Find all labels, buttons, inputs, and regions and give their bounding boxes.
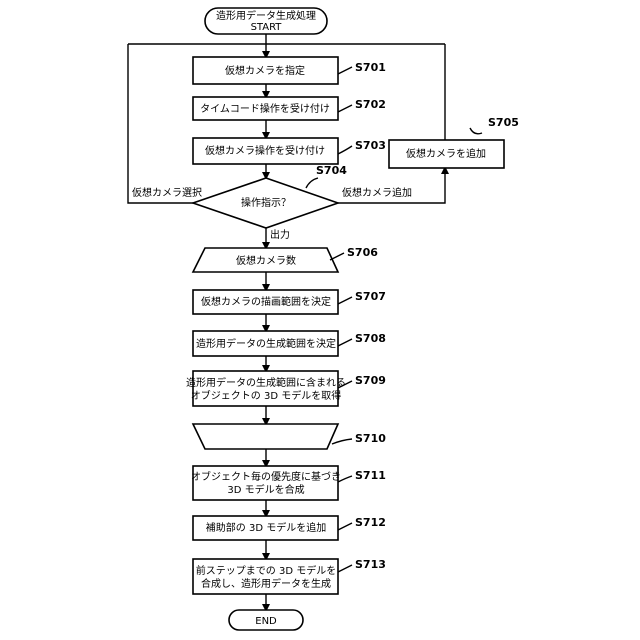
step-s713: 前ステップまでの 3D モデルを 合成し、造形用データを生成 S713 xyxy=(193,558,386,594)
step-s704: 操作指示？ S704 xyxy=(193,164,347,228)
s705-text: 仮想カメラを追加 xyxy=(406,147,486,160)
s710-leader xyxy=(332,439,352,444)
step-s702: タイムコード操作を受け付け S702 xyxy=(193,97,386,120)
s706-id: S706 xyxy=(347,246,378,259)
s702-text: タイムコード操作を受け付け xyxy=(200,102,330,115)
s706-text: 仮想カメラ数 xyxy=(236,254,296,267)
end-text: END xyxy=(255,616,277,627)
step-s710: S710 xyxy=(193,424,386,449)
s712-leader xyxy=(338,523,352,530)
s708-leader xyxy=(338,339,352,346)
step-s708: 造形用データの生成範囲を決定 S708 xyxy=(193,331,386,356)
step-s705: 仮想カメラを追加 S705 xyxy=(389,116,519,168)
step-s707: 仮想カメラの描画範囲を決定 S707 xyxy=(193,290,386,314)
s713-line2: 合成し、造形用データを生成 xyxy=(201,577,331,590)
step-s701: 仮想カメラを指定 S701 xyxy=(193,57,386,84)
s709-line2: オブジェクトの 3D モデルを取得 xyxy=(191,389,341,402)
s703-id: S703 xyxy=(355,139,386,152)
s713-id: S713 xyxy=(355,558,386,571)
s709-id: S709 xyxy=(355,374,386,387)
s710-id: S710 xyxy=(355,432,386,445)
s702-id: S702 xyxy=(355,98,386,111)
s712-id: S712 xyxy=(355,516,386,529)
s707-text: 仮想カメラの描画範囲を決定 xyxy=(201,295,331,308)
s705-leader xyxy=(470,128,482,134)
branch-select-label: 仮想カメラ選択 xyxy=(132,186,202,199)
s707-leader xyxy=(338,297,352,304)
s713-line1: 前ステップまでの 3D モデルを xyxy=(196,564,336,577)
s708-text: 造形用データの生成範囲を決定 xyxy=(196,337,336,350)
s701-leader xyxy=(338,67,352,74)
end-terminator: END xyxy=(229,610,303,630)
start-sub: START xyxy=(251,22,283,33)
s702-leader xyxy=(338,105,352,112)
s706-leader xyxy=(330,253,344,260)
start-title: 造形用データ生成処理 xyxy=(216,9,316,22)
s712-text: 補助部の 3D モデルを追加 xyxy=(206,521,326,534)
s711-line1: オブジェクト毎の優先度に基づき xyxy=(191,470,341,483)
s708-id: S708 xyxy=(355,332,386,345)
step-s709: 造形用データの生成範囲に含まれる オブジェクトの 3D モデルを取得 S709 xyxy=(186,371,386,406)
s704-text: 操作指示？ xyxy=(241,196,291,209)
step-s706: 仮想カメラ数 S706 xyxy=(193,246,378,272)
branch-add-label: 仮想カメラ追加 xyxy=(342,186,412,199)
step-s703: 仮想カメラ操作を受け付け S703 xyxy=(193,138,386,164)
s711-line2: 3D モデルを合成 xyxy=(227,483,304,496)
s704-leader xyxy=(306,178,318,188)
s709-line1: 造形用データの生成範囲に含まれる xyxy=(186,376,346,389)
loop-left-line xyxy=(128,44,193,203)
step-s712: 補助部の 3D モデルを追加 S712 xyxy=(193,516,386,540)
branch-output-label: 出力 xyxy=(270,228,290,241)
s705-id: S705 xyxy=(488,116,519,129)
s704-id: S704 xyxy=(316,164,347,177)
s710-shape xyxy=(193,424,338,449)
s701-text: 仮想カメラを指定 xyxy=(225,64,305,77)
s711-id: S711 xyxy=(355,469,386,482)
s713-leader xyxy=(338,565,352,572)
s707-id: S707 xyxy=(355,290,386,303)
start-terminator: 造形用データ生成処理 START xyxy=(205,8,327,34)
s703-leader xyxy=(338,146,352,154)
s703-text: 仮想カメラ操作を受け付け xyxy=(205,144,325,157)
s701-id: S701 xyxy=(355,61,386,74)
step-s711: オブジェクト毎の優先度に基づき 3D モデルを合成 S711 xyxy=(191,466,386,500)
